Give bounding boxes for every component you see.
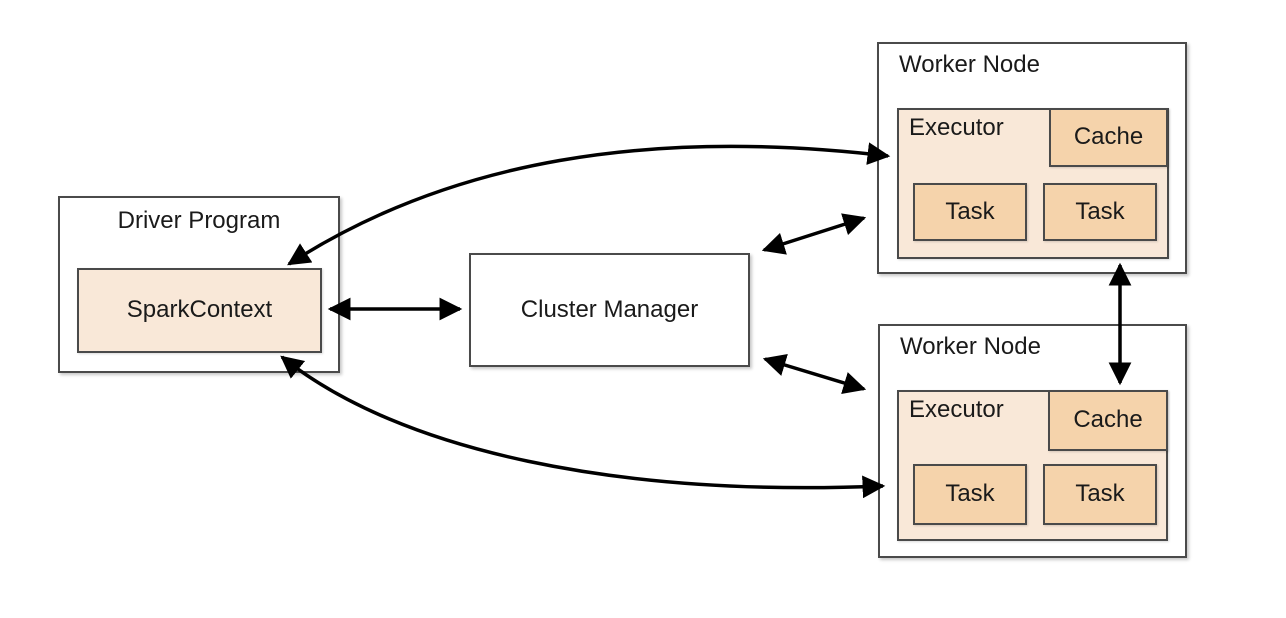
- cache-bottom-label: Cache: [1073, 406, 1143, 434]
- task-bottom-2-box: Task: [1043, 464, 1157, 525]
- arrow-sparkcontext-executor-top: [287, 142, 891, 266]
- task-bottom-2-label: Task: [1075, 480, 1125, 508]
- cache-top-label: Cache: [1073, 123, 1144, 151]
- task-top-2-box: Task: [1043, 183, 1157, 241]
- worker-node-bottom-title: Worker Node: [900, 333, 1041, 360]
- task-top-1-box: Task: [913, 183, 1027, 241]
- arrow-sparkcontext-executor-bottom: [280, 355, 886, 499]
- cache-top-box: Cache: [1049, 108, 1168, 167]
- task-bottom-1-box: Task: [913, 464, 1027, 525]
- cluster-manager-label: Cluster Manager: [520, 295, 699, 323]
- executor-bottom-label: Executor: [909, 396, 1004, 423]
- cache-bottom-box: Cache: [1048, 390, 1168, 451]
- worker-node-top-title: Worker Node: [899, 51, 1040, 78]
- spark-context-box: SparkContext: [77, 268, 322, 353]
- arrow-clustermanager-worker-bottom: [762, 354, 867, 394]
- task-top-1-label: Task: [945, 197, 995, 225]
- spark-context-label: SparkContext: [126, 296, 273, 324]
- cluster-manager-box: Cluster Manager: [469, 253, 750, 367]
- driver-program-title: Driver Program: [117, 207, 281, 234]
- task-top-2-label: Task: [1075, 197, 1125, 225]
- executor-top-label: Executor: [909, 114, 1004, 141]
- arrow-clustermanager-worker-top: [761, 213, 867, 255]
- task-bottom-1-label: Task: [945, 480, 995, 508]
